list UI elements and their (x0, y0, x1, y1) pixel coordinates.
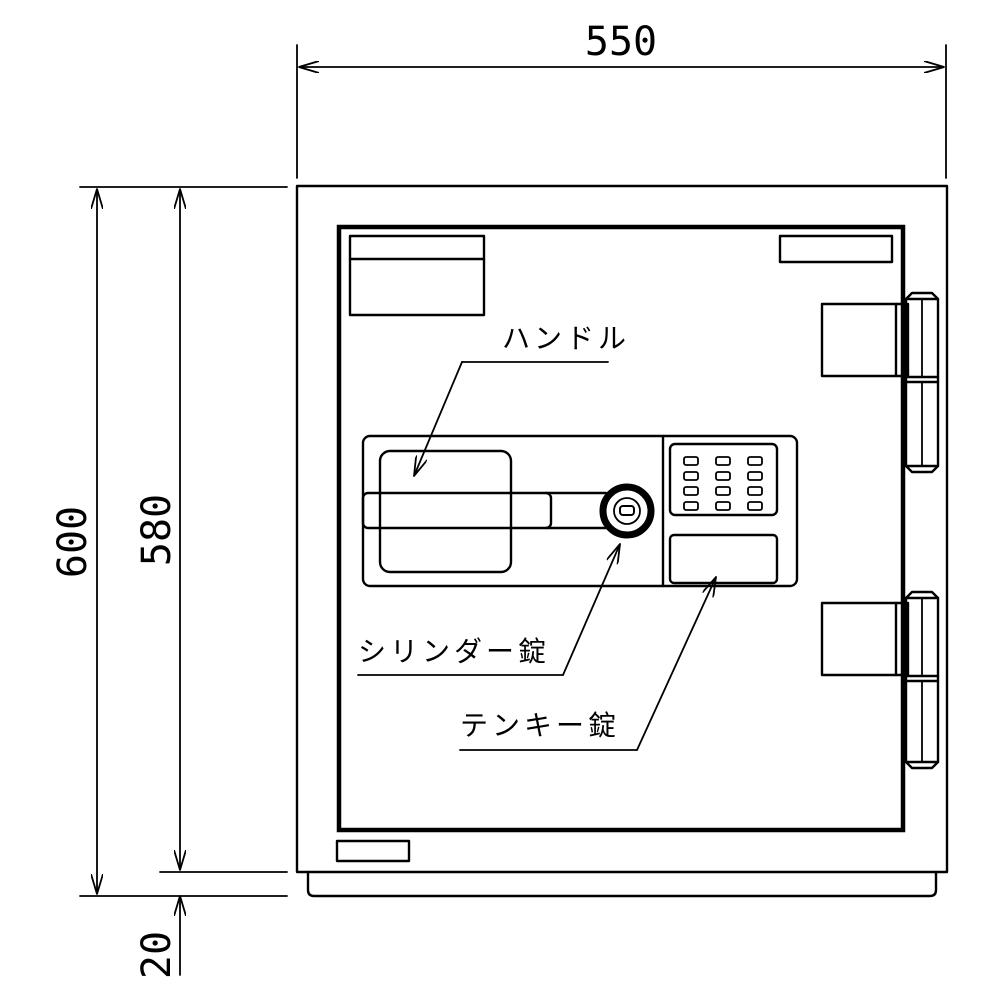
width-dimension-value: 550 (585, 19, 657, 65)
lower-hinge-plate (820, 601, 910, 677)
control-panel-frame (361, 434, 799, 588)
callout-label-tenkey-lock: テンキー錠 (460, 709, 620, 742)
keypad-button (715, 501, 731, 511)
nameplate-frame (348, 234, 486, 317)
keypad-button (747, 486, 763, 496)
handle-recess (378, 449, 513, 574)
height-dimensions: 600 580 20 (50, 186, 288, 979)
total-height-value: 600 (50, 506, 96, 578)
keypad-button (715, 471, 731, 481)
callout-label-cylinder-lock: シリンダー錠 (358, 635, 550, 668)
door-panel (336, 224, 906, 833)
lower-hinge (820, 590, 940, 770)
keypad-frame (668, 442, 779, 517)
keypad-button (715, 456, 731, 466)
keypad-button (683, 486, 699, 496)
upper-hinge (820, 291, 940, 474)
tenkey-display-panel (668, 533, 779, 585)
safe-body (295, 184, 949, 898)
callout-handle: ハンドル (414, 322, 630, 476)
label-plate-bottom-left (335, 839, 411, 863)
callout-tenkey-lock: テンキー錠 (459, 577, 716, 751)
keypad-button (683, 501, 699, 511)
width-dimension: 550 (296, 19, 947, 179)
keypad-button (747, 471, 763, 481)
body-height-value: 580 (134, 494, 180, 566)
callout-cylinder-lock: シリンダー錠 (357, 544, 620, 676)
callout-label-handle: ハンドル (502, 322, 630, 355)
handle-bar (361, 491, 553, 530)
safe-base-plinth (306, 870, 938, 898)
label-plate-top-right (778, 234, 894, 264)
safe-outer-casing (295, 184, 949, 874)
keypad-button (683, 456, 699, 466)
control-panel (361, 434, 799, 588)
keyhole (619, 505, 635, 516)
nameplate-top-left (348, 234, 486, 317)
keypad-button (715, 486, 731, 496)
upper-hinge-plate (820, 302, 910, 378)
cylinder-lock (599, 483, 655, 539)
keypad-button (683, 471, 699, 481)
safe-door (335, 224, 940, 863)
keypad-button (747, 501, 763, 511)
base-height-value: 20 (134, 931, 180, 979)
keypad-buttons (683, 456, 763, 511)
keypad-button (747, 456, 763, 466)
